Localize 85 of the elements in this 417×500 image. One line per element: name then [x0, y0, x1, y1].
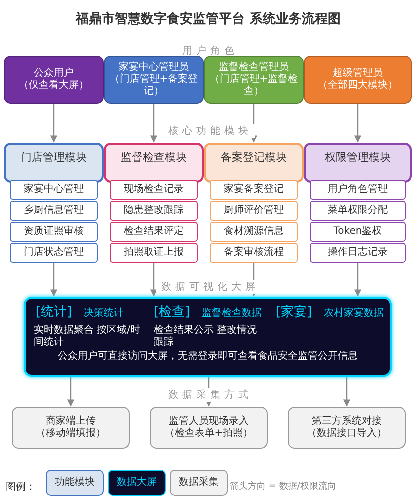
legend-title: 图例：	[6, 481, 37, 494]
tag-label: [家宴]	[276, 305, 314, 320]
node-sublabel: （移动端填报）	[36, 428, 106, 440]
node-sublabel: （全部四大模块）	[318, 80, 398, 92]
function-item-box	[210, 243, 298, 263]
tag-label: [检查]	[154, 305, 192, 320]
node-label: 权限管理模块	[325, 152, 391, 164]
legend-swatch: 数据采集	[170, 470, 228, 496]
arrow	[150, 104, 158, 143]
node-sublabel: （数据接口导入）	[307, 428, 387, 440]
arrow	[50, 104, 58, 143]
node-label: 厨师评价管理	[224, 205, 284, 217]
node-label: 家宴备案登记	[224, 184, 284, 196]
node-label: 隐患整改跟踪	[124, 205, 184, 217]
node-label: 乡厨信息管理	[24, 205, 84, 217]
arrow	[150, 263, 158, 297]
dashboard-screen	[24, 297, 392, 377]
node-sublabel: （仅查看大屏）	[19, 80, 89, 92]
function-item-box	[110, 243, 198, 263]
function-item-box	[310, 180, 406, 200]
screen-label: 决策统计	[84, 308, 125, 320]
function-item-box	[110, 201, 198, 221]
node-label: 拍照取证上报	[124, 247, 184, 259]
function-item-box	[110, 180, 198, 200]
node-label: 监督检查模块	[121, 152, 187, 164]
screen-text: 实时数据聚合 按区域/时间统计	[34, 325, 142, 349]
function-item-box	[210, 222, 298, 242]
diagram-title: 福鼎市智慧数字食安监管平台 系统业务流程图	[74, 10, 342, 28]
role-box	[304, 56, 412, 104]
legend-swatch: 功能模块	[46, 470, 104, 496]
function-item-box	[310, 201, 406, 221]
function-item-box	[310, 222, 406, 242]
node-label: 用户角色管理	[328, 184, 388, 196]
screen-label: 农村家宴数据	[324, 308, 385, 320]
node-label: 家宴中心管理员	[119, 62, 189, 74]
role-box	[4, 56, 104, 104]
node-label: 监管人员现场录入	[169, 416, 249, 428]
function-item-box	[210, 180, 298, 200]
arrow	[343, 377, 351, 407]
node-sublabel: （门店管理+监督检查）	[208, 74, 300, 98]
collection-box	[150, 407, 268, 449]
function-item-box	[210, 201, 298, 221]
node-label: 备案登记模块	[221, 152, 287, 164]
arrow	[354, 263, 362, 297]
arrow	[354, 104, 362, 143]
node-label: 公众用户	[34, 68, 74, 80]
node-label: 家宴中心管理	[24, 184, 84, 196]
legend-note: 箭头方向 = 数据/权限流向	[230, 480, 338, 493]
node-sublabel: （门店管理+备案登记）	[108, 74, 200, 98]
node-label: 监督检查管理员	[219, 62, 289, 74]
node-label: 检查结果评定	[124, 226, 184, 238]
node-label: Token鉴权	[334, 226, 382, 238]
node-label: 商家端上传	[46, 416, 96, 428]
role-box	[104, 56, 204, 104]
node-label: 操作日志记录	[328, 247, 388, 259]
module-header	[204, 143, 304, 183]
node-label: 超级管理员	[333, 68, 383, 80]
function-item-box	[110, 222, 198, 242]
node-sublabel: （检查表单+拍照）	[164, 428, 254, 440]
module-header	[304, 143, 412, 183]
arrow	[67, 377, 75, 407]
node-label: 门店状态管理	[24, 247, 84, 259]
tag-label: [统计]	[36, 305, 74, 320]
screen-text: 检查结果公示 整改情况跟踪	[154, 325, 258, 349]
module-header	[104, 143, 204, 183]
screen-note: 公众用户可直接访问大屏，无需登录即可查看食品安全监管公开信息	[57, 351, 359, 363]
node-label: 资质证照审核	[24, 226, 84, 238]
function-item-box	[10, 180, 98, 200]
node-label: 现场检查记录	[124, 184, 184, 196]
arrow	[50, 263, 58, 297]
screen-label: 监督检查数据	[202, 308, 263, 320]
function-item-box	[310, 243, 406, 263]
node-label: 备案审核流程	[224, 247, 284, 259]
node-label: 第三方系统对接	[312, 416, 382, 428]
role-box	[204, 56, 304, 104]
function-item-box	[10, 201, 98, 221]
node-label: 菜单权限分配	[328, 205, 388, 217]
module-header	[4, 143, 104, 183]
legend-swatch: 数据大屏	[108, 470, 166, 496]
collection-box	[12, 407, 130, 449]
node-label: 门店管理模块	[21, 152, 87, 164]
function-item-box	[10, 222, 98, 242]
collection-box	[288, 407, 406, 449]
function-item-box	[10, 243, 98, 263]
node-label: 食材溯源信息	[224, 226, 284, 238]
